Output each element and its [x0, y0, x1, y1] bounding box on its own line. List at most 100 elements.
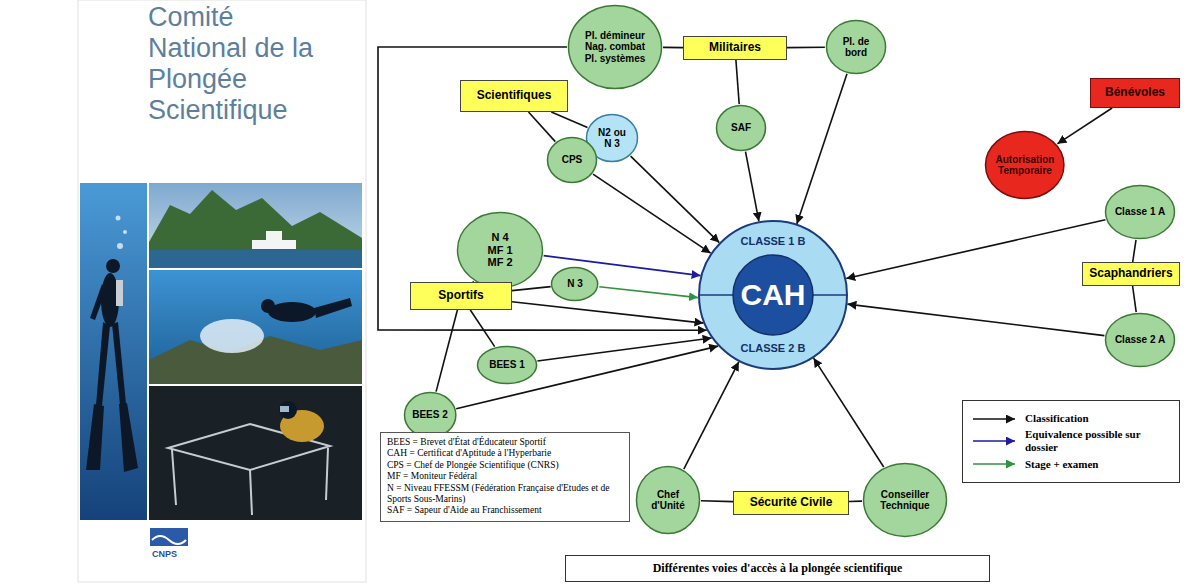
connector: [470, 310, 494, 347]
node-outline: [864, 464, 947, 537]
volunteer-box: Bénévoles: [1090, 78, 1180, 108]
connector: [847, 304, 1104, 336]
caption-box: Différentes voies d'accès à la plongée s…: [565, 555, 990, 582]
text-group: N 3: [557, 278, 592, 290]
diver-leg: [112, 322, 126, 405]
node-text: Scientifiques: [477, 89, 552, 103]
node-outline: [552, 268, 598, 301]
abbreviation-text: CPS = Chef de Plongée Scientifique (CNRS…: [387, 460, 623, 471]
ship-hull: [252, 240, 296, 249]
certificate-circle: CLASSE 1 BCAHCLASSE 2 B: [698, 220, 848, 370]
diver-leg: [96, 322, 110, 406]
connector: [746, 152, 759, 222]
node-outline: [1106, 186, 1175, 239]
legend-row: Stage + examen: [971, 458, 1171, 471]
connector: [846, 220, 1105, 279]
legend-box: ClassificationEquivalence possible sur d…: [962, 400, 1180, 483]
photo-worksite: [149, 386, 362, 520]
node-text: N2 ou N 3: [596, 127, 628, 150]
connector: [797, 74, 847, 224]
text-group: BEES 2: [410, 409, 449, 421]
abbreviation-text: SAF = Sapeur d'Aide au Franchissement: [387, 505, 623, 516]
text-group: BEES 1: [484, 359, 529, 371]
connector: [814, 358, 884, 467]
text-group: CPS: [554, 154, 591, 166]
mountains: [149, 190, 362, 252]
connector: [787, 46, 825, 48]
node-text: Pl. démineur Nag. combat Pl. systèmes: [580, 30, 650, 65]
node-outline: [477, 347, 536, 384]
diver-leg: [314, 298, 352, 318]
node-text: CPS: [554, 154, 591, 166]
legend-sample: [971, 413, 1017, 425]
logo-wave: [152, 536, 186, 544]
connector: [1133, 286, 1137, 312]
bubble: [123, 230, 127, 234]
connector: [684, 362, 739, 469]
text-group: Pl. démineur Nag. combat Pl. systèmes: [580, 30, 650, 65]
connector: [593, 174, 711, 253]
text-group: Pl. de bord: [833, 36, 878, 59]
abbreviation-text: N = Niveau FFESSM (Fédération Française …: [387, 483, 623, 506]
text-group: Classe 1 A: [1114, 206, 1166, 218]
node-text: BEES 2: [410, 409, 449, 421]
outer-ring: [699, 221, 847, 369]
legend-text: Equivalence possible sur dossier: [1025, 428, 1171, 454]
category-box: Sportifs: [410, 282, 512, 310]
qualification-circle: Pl. démineur Nag. combat Pl. systèmes: [567, 4, 663, 90]
ring-text: CLASSE 1 B: [698, 234, 848, 248]
text-group: N2 ou N 3: [596, 127, 628, 150]
photo-underwater: [149, 270, 362, 384]
node-outline: [548, 138, 597, 183]
diver-fin: [119, 403, 138, 472]
diver-body: [268, 302, 316, 322]
abbreviation-text: BEES = Brevet d'État d'Éducateur Sportif: [387, 437, 623, 448]
connector: [537, 338, 711, 361]
bubble: [117, 243, 123, 249]
photo-landscape: [149, 183, 362, 268]
node-outline: [637, 467, 700, 534]
diver-head: [261, 299, 275, 313]
text-group: N 4 MF 1 MF 2: [483, 231, 517, 269]
category-box: Scientifiques: [460, 80, 568, 112]
node-outline: [1106, 314, 1175, 367]
node-outline: [986, 132, 1064, 199]
diver-arm: [90, 284, 106, 320]
diver-silhouette: [261, 298, 352, 322]
diver-fin: [86, 404, 104, 470]
legend-text: Classification: [1025, 412, 1171, 425]
qualification-circle: Chef d'Unité: [635, 465, 701, 535]
cover-title: Comité National de la Plongée Scientifiq…: [148, 2, 338, 126]
connector: [456, 346, 718, 409]
qualification-circle: Classe 1 A: [1104, 184, 1176, 240]
abbreviation-text: CAH = Certificat d'Aptitude à l'Hyperbar…: [387, 448, 623, 459]
node-text: BEES 1: [484, 359, 529, 371]
legend-sample: [971, 458, 1017, 470]
node-text: Classe 1 A: [1114, 206, 1166, 218]
text-group: Conseiller Technique: [874, 489, 936, 512]
node-text: Pl. de bord: [833, 36, 878, 59]
diver-silhouette: [86, 259, 138, 472]
legend-row: Equivalence possible sur dossier: [971, 428, 1171, 454]
legend-arrow: [973, 418, 1015, 420]
connector: [599, 287, 698, 298]
connector: [701, 500, 733, 502]
connector: [849, 500, 862, 502]
diver-head: [106, 259, 120, 273]
node-text: Autorisation Temporaire: [995, 154, 1055, 177]
legend-sample: [971, 435, 1017, 447]
connector: [663, 47, 683, 49]
bubble-cloud: [200, 319, 264, 353]
node-text: Chef d'Unité: [644, 489, 692, 512]
qualification-circle: SAF: [715, 104, 767, 152]
legend-arrow: [973, 441, 1015, 443]
connector: [736, 60, 739, 104]
qualification-circle: N 3: [550, 266, 599, 302]
legend-arrow: [973, 463, 1015, 465]
legend-text: Stage + examen: [1025, 458, 1171, 471]
node-outline: [458, 213, 543, 288]
ship-bridge: [266, 231, 282, 240]
legend-row: Classification: [971, 412, 1171, 425]
qualification-circle: Conseiller Technique: [862, 462, 948, 538]
abbreviation-box: BEES = Brevet d'État d'Éducateur Sportif…: [380, 432, 630, 522]
